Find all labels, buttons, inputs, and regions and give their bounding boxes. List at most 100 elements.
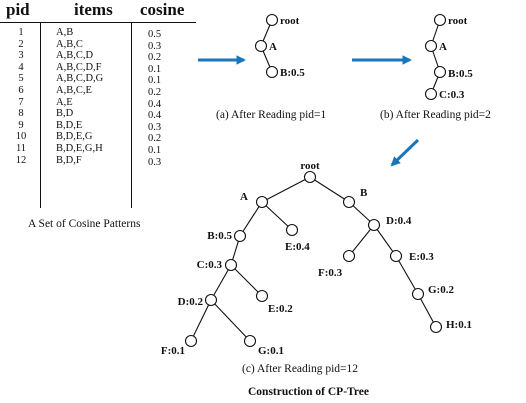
table-cell-cosine: 0.1	[148, 63, 162, 75]
tree-b-label-c: C:0.3	[439, 89, 465, 101]
tree-c-node-bdeg	[411, 287, 425, 301]
tree-b-label-a: A	[439, 41, 447, 53]
tree-c-label-abcd: D:0.2	[178, 296, 204, 308]
table-cell-cosine: 0.2	[148, 52, 162, 64]
table-cell-pid: 8	[18, 108, 24, 120]
tree-c-label-root: root	[300, 160, 320, 172]
table-cell-pid: 10	[15, 131, 27, 143]
table-cell-items: B,D,E,G,H	[56, 143, 103, 154]
tree-c-node-abc	[224, 258, 238, 272]
table-cell-items: A,E	[56, 96, 73, 108]
tree-c-label-a: A	[240, 191, 248, 203]
arrow-down	[390, 138, 420, 167]
table-cell-items: B,D	[56, 108, 74, 120]
tree-c-edge	[373, 224, 397, 257]
table-col-rule-2	[131, 22, 132, 208]
tree-c-edge	[239, 201, 263, 237]
table-cell-pid: 5	[18, 73, 24, 85]
table-cell-pid: 11	[15, 143, 27, 154]
tree-c-label-ae: E:0.4	[285, 241, 310, 253]
tree-c-node-a	[255, 195, 269, 209]
tree-b-node-b	[433, 65, 447, 79]
tree-c-edge	[395, 255, 419, 295]
tree-c-label-abcdf: F:0.1	[161, 345, 185, 357]
tree-c-edge	[230, 264, 263, 297]
table-cell-pid: 1	[18, 27, 24, 38]
tree-c-node-abcdf	[184, 334, 198, 348]
table-cell-items: A,B	[56, 27, 74, 38]
tree-c-node-bdf	[342, 249, 356, 263]
caption-c: (c) After Reading pid=12	[242, 363, 358, 375]
tree-c-edge	[417, 293, 437, 328]
tree-a-node-root	[265, 13, 279, 27]
table-cell-cosine: 0.1	[148, 145, 162, 156]
tree-a-node-a	[254, 39, 268, 53]
table-cell-pid: 3	[18, 50, 24, 62]
tree-a-label-a: A	[269, 41, 277, 53]
tree-c-node-ab	[233, 229, 247, 243]
tree-b-label-b: B:0.5	[448, 68, 473, 80]
table-cell-pid: 6	[18, 85, 24, 96]
table-cell-cosine: 0.2	[148, 133, 162, 145]
tree-c-node-bde	[389, 249, 403, 263]
tree-a-node-b	[265, 65, 279, 79]
table-cell-items: A,B,C	[56, 38, 83, 50]
tree-c-label-abce: E:0.2	[268, 303, 293, 315]
tree-a-label-root: root	[280, 15, 300, 27]
header-cosine: cosine	[140, 0, 185, 19]
table-cell-pid: 12	[15, 154, 27, 166]
table-cell-cosine: 0.3	[148, 121, 162, 133]
tree-c-label-bde: E:0.3	[409, 251, 434, 263]
tree-c-node-abcdg	[243, 334, 257, 348]
header-items: items	[74, 0, 113, 19]
tree-c-node-root	[303, 170, 317, 184]
tree-c-label-bdegh: H:0.1	[446, 319, 472, 331]
table-cell-items: A,B,C,D,G	[56, 73, 104, 85]
tree-c-node-bd	[367, 218, 381, 232]
tree-c-node-abcd	[204, 293, 218, 307]
tree-c-edge	[261, 201, 293, 231]
table-cell-cosine: 0.4	[148, 98, 162, 110]
tree-c-edge	[190, 299, 212, 342]
table-cell-cosine: 0.5	[148, 29, 162, 40]
caption-a: (a) After Reading pid=1	[216, 109, 327, 121]
tree-c-node-b	[342, 195, 356, 209]
tree-c-label-abc: C:0.3	[197, 259, 223, 271]
tree-b-node-c	[424, 87, 438, 101]
tree-c-edge	[210, 299, 251, 342]
table-cell-pid: 7	[18, 96, 24, 108]
tree-b-node-root	[433, 13, 447, 27]
table-cell-cosine: 0.1	[148, 75, 162, 87]
table-cell-items: B,D,E	[56, 119, 83, 131]
tree-b-label-root: root	[448, 15, 468, 27]
tree-c-edge	[309, 176, 350, 203]
table-cell-items: A,B,C,D	[56, 50, 94, 62]
header-pid: pid	[6, 0, 30, 19]
tree-c-node-abce	[255, 289, 269, 303]
tree-c-label-b: B	[360, 187, 368, 199]
tree-c-label-bdeg: G:0.2	[428, 284, 454, 296]
table-cell-cosine: 0.4	[148, 110, 162, 122]
tree-a-label-b: B:0.5	[280, 67, 305, 79]
table-cell-cosine: 0.2	[148, 87, 162, 98]
table-cell-items: B,D,E,G	[56, 131, 93, 143]
caption-b: (b) After Reading pid=2	[380, 109, 491, 121]
table-cell-cosine: 0.3	[148, 40, 162, 52]
tree-c-node-ae	[285, 223, 299, 237]
table-cell-items: A,B,C,D,F	[56, 61, 102, 73]
tree-c-edge	[210, 264, 232, 301]
tree-c-edge	[348, 224, 375, 257]
table-cell-items: A,B,C,E	[56, 85, 92, 96]
tree-c-node-bdegh	[429, 320, 443, 334]
tree-c-label-bd: D:0.4	[386, 215, 412, 227]
tree-c-label-bdf: F:0.3	[318, 267, 343, 279]
tree-b-node-a	[424, 39, 438, 53]
table-cell-pid: 2	[18, 38, 24, 50]
table-cell-pid: 4	[18, 61, 24, 73]
table-top-rule	[0, 22, 196, 23]
table-cell-pid: 9	[18, 119, 24, 131]
table-caption: A Set of Cosine Patterns	[28, 218, 141, 230]
table-cell-items: B,D,F	[56, 154, 82, 166]
